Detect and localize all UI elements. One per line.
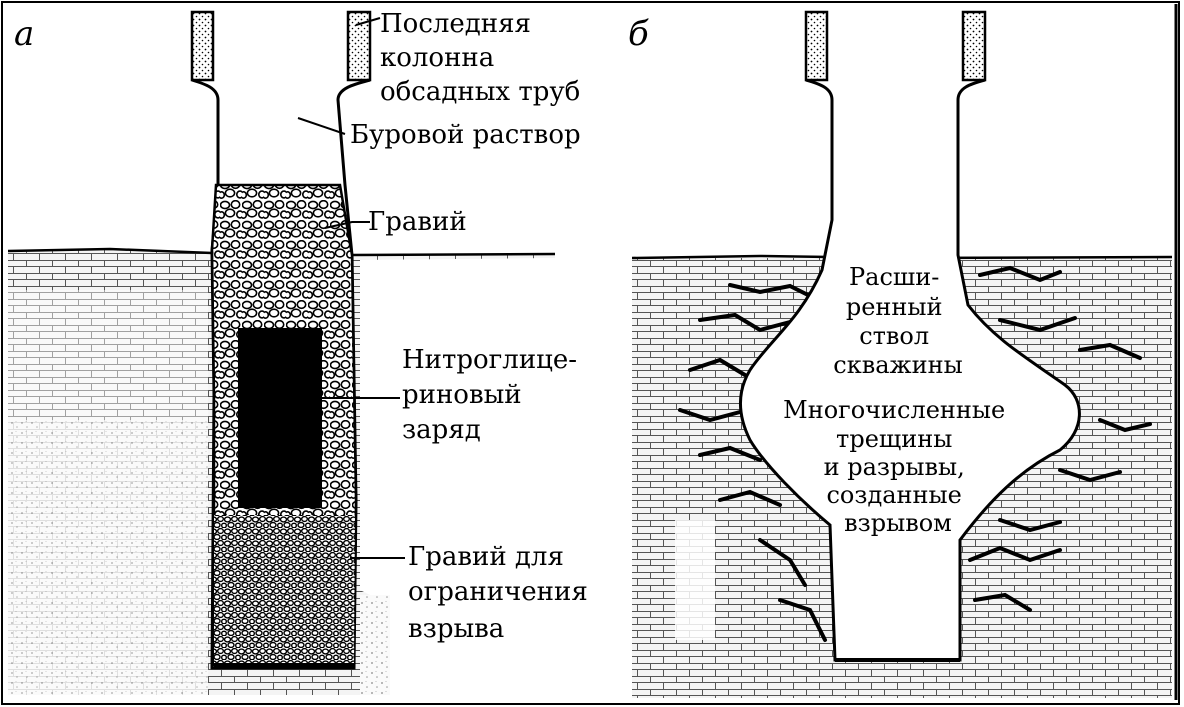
panel-b-casing-left (804, 10, 829, 82)
panel-a-sand (8, 420, 208, 695)
label-enlarged: Расши- ренный ствол скважины (833, 263, 962, 379)
label-charge: Нитроглице- риновый заряд (402, 345, 585, 445)
label-mud: Буровой раствор (350, 120, 581, 150)
panel-a-gravel-limit-fill (214, 515, 355, 665)
label-gravel-limit: Гравий для ограничения взрыва (408, 542, 596, 644)
panel-b-letter: б (628, 14, 649, 54)
panel-a-casing-left (190, 10, 215, 82)
leader-gravel (324, 221, 370, 229)
panel-a-sand-right (360, 595, 390, 695)
label-casing: Последняя колонна обсадных труб (380, 9, 580, 107)
panel-b: б Расши- ренный ствол скважины Многочисл… (628, 10, 1173, 698)
panel-a-charge (238, 328, 322, 508)
panel-b-cavity-wall (739, 78, 1081, 662)
label-gravel: Гравий (368, 207, 467, 237)
panel-a: а Последняя колонна обсадных труб Бурово… (7, 9, 596, 695)
panel-a-casing-right (346, 10, 372, 82)
leader-casing (355, 17, 381, 26)
panel-a-bore-wall (191, 78, 371, 670)
panel-b-ground-highlight (675, 520, 715, 640)
panel-a-letter: а (14, 14, 34, 54)
panel-b-cracks (678, 265, 1152, 642)
leader-mud (297, 117, 346, 135)
label-cracks: Многочисленные трещины и разрывы, создан… (783, 396, 1013, 537)
panel-b-casing-right (961, 10, 987, 82)
